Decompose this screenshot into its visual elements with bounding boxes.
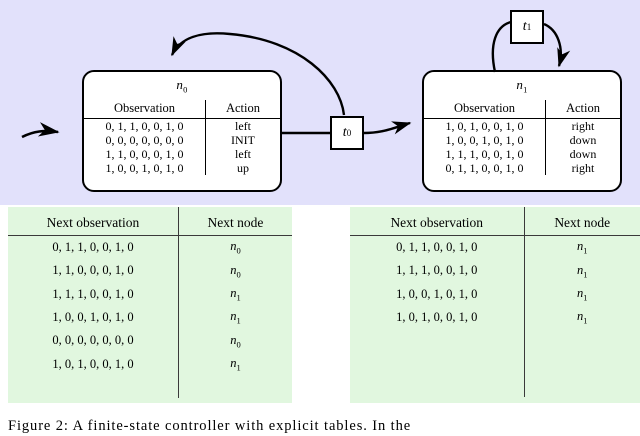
node-n0-header-action: Action <box>205 99 280 119</box>
cell-next-node: n1 <box>523 259 640 283</box>
node-n1-header-observation: Observation <box>424 99 546 119</box>
cell-action: left <box>205 147 280 162</box>
t0-header-next-node: Next node <box>177 207 292 236</box>
table-row: 1, 0, 1, 0, 0, 1, 0 n1 <box>350 305 640 330</box>
fsc-diagram-panel: n0 Observation Action 0, 1, 1, 0, 0, 1, … <box>0 0 640 205</box>
cell-next-observation: 1, 1, 0, 0, 0, 1, 0 <box>52 263 134 278</box>
table-row: 1, 0, 0, 1, 0, 1, 0 n1 <box>350 282 640 306</box>
transition-table-t0: Next observation Next node 0, 1, 1, 0, 0… <box>8 207 292 403</box>
cell-action: right <box>545 118 620 133</box>
cell-next-observation: 1, 0, 1, 0, 0, 1, 0 <box>52 356 134 371</box>
cell-next-observation: 1, 1, 1, 0, 0, 1, 0 <box>396 263 478 278</box>
cell-next-node: n1 <box>523 282 640 306</box>
node-n1-sub: 1 <box>523 84 528 95</box>
transition-t0-label: t <box>342 125 347 140</box>
cell-action: left <box>205 118 280 133</box>
figure-caption: Figure 2: A finite-state controller with… <box>8 418 412 434</box>
cell-next-node: n1 <box>523 235 640 260</box>
cell-action: INIT <box>205 132 280 147</box>
cell-next-observation: 1, 0, 0, 1, 0, 1, 0 <box>396 286 478 301</box>
node-n1-header-action: Action <box>545 99 620 119</box>
cell-observation: 1, 1, 0, 0, 0, 1, 0 <box>105 147 184 161</box>
t0-to-n1-path <box>363 121 412 135</box>
table-row: 1, 1, 0, 0, 0, 1, 0 n0 <box>8 259 292 283</box>
cell-action: down <box>545 147 620 162</box>
cell-observation: 0, 1, 1, 0, 0, 1, 0 <box>445 161 524 176</box>
table-header-row: Next observation Next node <box>350 207 640 236</box>
t1-header-next-node: Next node <box>523 207 640 236</box>
node-n1-table: Observation Action 1, 0, 1, 0, 0, 1, 0 r… <box>424 99 620 176</box>
table-row: 0, 1, 1, 0, 0, 1, 0 left <box>84 118 280 133</box>
cell-observation: 0, 1, 1, 0, 0, 1, 0 <box>105 118 184 133</box>
table-filler-row <box>350 374 640 398</box>
table-header-row: Observation Action <box>424 99 620 119</box>
node-n0-table: Observation Action 0, 1, 1, 0, 0, 1, 0 l… <box>84 99 280 176</box>
n1-self-loop-path <box>491 20 512 73</box>
cell-next-node: n0 <box>177 259 292 283</box>
start-arrow-path <box>21 122 60 139</box>
cell-next-node: n1 <box>177 352 292 376</box>
cell-observation: 1, 0, 0, 1, 0, 1, 0 <box>105 161 184 176</box>
transition-t1-label: t <box>522 19 527 34</box>
node-n0: n0 Observation Action 0, 1, 1, 0, 0, 1, … <box>82 70 282 192</box>
table-row: 0, 0, 0, 0, 0, 0, 0 INIT <box>84 132 280 147</box>
table-row: 1, 0, 1, 0, 0, 1, 0 right <box>424 118 620 133</box>
transition-table-t1: Next observation Next node 0, 1, 1, 0, 0… <box>350 207 640 403</box>
cell-action: up <box>205 161 280 176</box>
table-row: 0, 1, 1, 0, 0, 1, 0 n0 <box>8 235 292 260</box>
node-n1: n1 Observation Action 1, 0, 1, 0, 0, 1, … <box>422 70 622 192</box>
node-n0-sub: 0 <box>183 84 188 95</box>
node-n1-label: n <box>516 77 524 92</box>
cell-action: down <box>545 132 620 147</box>
table-filler-row <box>350 351 640 375</box>
table-row: 1, 1, 1, 0, 0, 1, 0 n1 <box>8 282 292 306</box>
table-row: 0, 1, 1, 0, 0, 1, 0 right <box>424 161 620 176</box>
transition-t1-sub: 1 <box>526 22 532 32</box>
cell-next-node: n1 <box>523 305 640 330</box>
table-row: 0, 1, 1, 0, 0, 1, 0 n1 <box>350 235 640 260</box>
cell-observation: 1, 0, 1, 0, 0, 1, 0 <box>445 118 524 133</box>
cell-next-node: n1 <box>177 305 292 330</box>
cell-observation: 1, 1, 1, 0, 0, 1, 0 <box>445 147 524 161</box>
table-header-row: Observation Action <box>84 99 280 119</box>
table-row: 1, 1, 1, 0, 0, 1, 0 down <box>424 147 620 162</box>
table-row: 1, 1, 0, 0, 0, 1, 0 left <box>84 147 280 162</box>
cell-next-observation: 0, 0, 0, 0, 0, 0, 0 <box>52 333 134 348</box>
t0-header-next-observation: Next observation <box>8 207 179 236</box>
cell-action: right <box>545 161 620 176</box>
t1-next-table: Next observation Next node 0, 1, 1, 0, 0… <box>350 207 640 398</box>
t1-header-next-observation: Next observation <box>350 207 524 236</box>
node-n0-title: n0 <box>84 72 280 97</box>
cell-observation: 0, 0, 0, 0, 0, 0, 0 <box>105 132 184 147</box>
node-n1-title: n1 <box>424 72 620 97</box>
cell-next-observation: 1, 0, 1, 0, 0, 1, 0 <box>396 309 478 324</box>
cell-next-node: n0 <box>177 329 292 353</box>
table-row: 1, 0, 1, 0, 0, 1, 0 n1 <box>8 352 292 376</box>
cell-next-node: n1 <box>177 282 292 306</box>
cell-observation: 1, 0, 0, 1, 0, 1, 0 <box>445 132 524 147</box>
table-row: 0, 0, 0, 0, 0, 0, 0 n0 <box>8 329 292 353</box>
cell-next-observation: 0, 1, 1, 0, 0, 1, 0 <box>396 240 478 255</box>
table-filler-row <box>350 329 640 352</box>
cell-next-node: n0 <box>177 235 292 260</box>
n1-self-loop-return-path <box>543 22 571 68</box>
table-row: 1, 0, 0, 1, 0, 1, 0 up <box>84 161 280 176</box>
node-n0-header-observation: Observation <box>84 99 206 119</box>
table-filler-row <box>8 375 292 399</box>
t0-next-table: Next observation Next node 0, 1, 1, 0, 0… <box>8 207 292 399</box>
table-row: 1, 1, 1, 0, 0, 1, 0 n1 <box>350 259 640 283</box>
table-row: 1, 0, 0, 1, 0, 1, 0 down <box>424 132 620 147</box>
cell-next-observation: 0, 1, 1, 0, 0, 1, 0 <box>52 240 134 255</box>
transition-t0-sub: 0 <box>346 128 352 138</box>
table-header-row: Next observation Next node <box>8 207 292 236</box>
table-row: 1, 0, 0, 1, 0, 1, 0 n1 <box>8 305 292 330</box>
cell-next-observation: 1, 0, 0, 1, 0, 1, 0 <box>52 309 134 324</box>
cell-next-observation: 1, 1, 1, 0, 0, 1, 0 <box>52 286 134 301</box>
